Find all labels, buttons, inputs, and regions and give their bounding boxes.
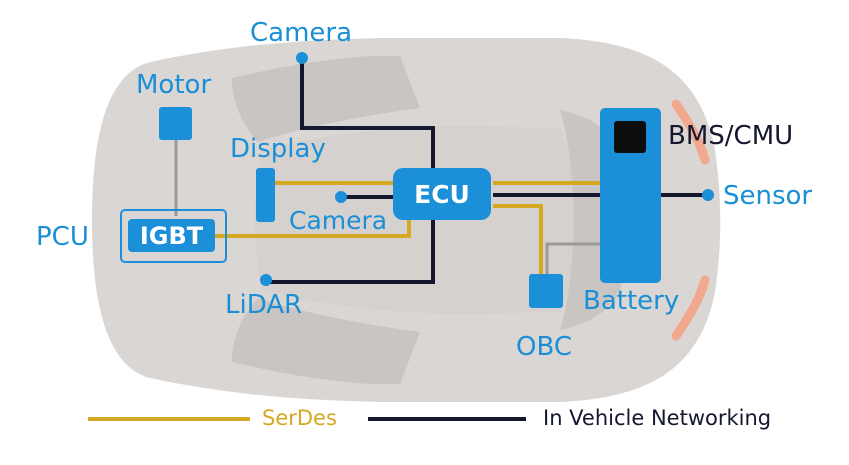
lidar-node — [260, 274, 272, 286]
tail-light-top — [671, 99, 710, 165]
display-bar — [256, 168, 275, 222]
link-obc-battery — [545, 242, 602, 278]
power-connections — [174, 140, 602, 278]
camera-top-node — [296, 52, 308, 64]
link-ecu-obc — [493, 204, 543, 278]
label-camera-inner: Camera — [289, 206, 388, 235]
link-lidar-ecu — [266, 220, 435, 284]
label-lidar: LiDAR — [225, 290, 303, 320]
tail-light-bottom — [671, 275, 710, 341]
label-obc: OBC — [516, 332, 572, 362]
label-igbt: IGBT — [139, 221, 204, 250]
sensor-node — [702, 189, 714, 201]
motor-box — [159, 107, 192, 140]
windshield — [232, 55, 420, 142]
ivn-endpoints — [260, 52, 714, 286]
label-camera-top: Camera — [250, 18, 353, 48]
windshield-lower — [232, 298, 420, 385]
legend-ivn-label: In Vehicle Networking — [543, 406, 772, 430]
label-sensor: Sensor — [723, 181, 813, 211]
link-camera-top-ecu — [300, 58, 435, 180]
label-battery: Battery — [583, 286, 680, 316]
pcu-frame — [120, 209, 227, 263]
label-display: Display — [230, 134, 326, 164]
label-bms: BMS/CMU — [668, 121, 794, 151]
igbt-box — [128, 219, 215, 252]
label-pcu: PCU — [36, 222, 89, 252]
bms-box — [614, 121, 646, 153]
camera-inner-node — [335, 191, 347, 203]
link-igbt-ecu — [215, 214, 411, 238]
label-ecu: ECU — [414, 179, 470, 209]
legend-serdes-label: SerDes — [262, 406, 337, 430]
ecu-box — [393, 168, 491, 220]
obc-box — [529, 274, 563, 308]
label-motor: Motor — [136, 70, 212, 100]
ivn-connections — [266, 58, 706, 284]
